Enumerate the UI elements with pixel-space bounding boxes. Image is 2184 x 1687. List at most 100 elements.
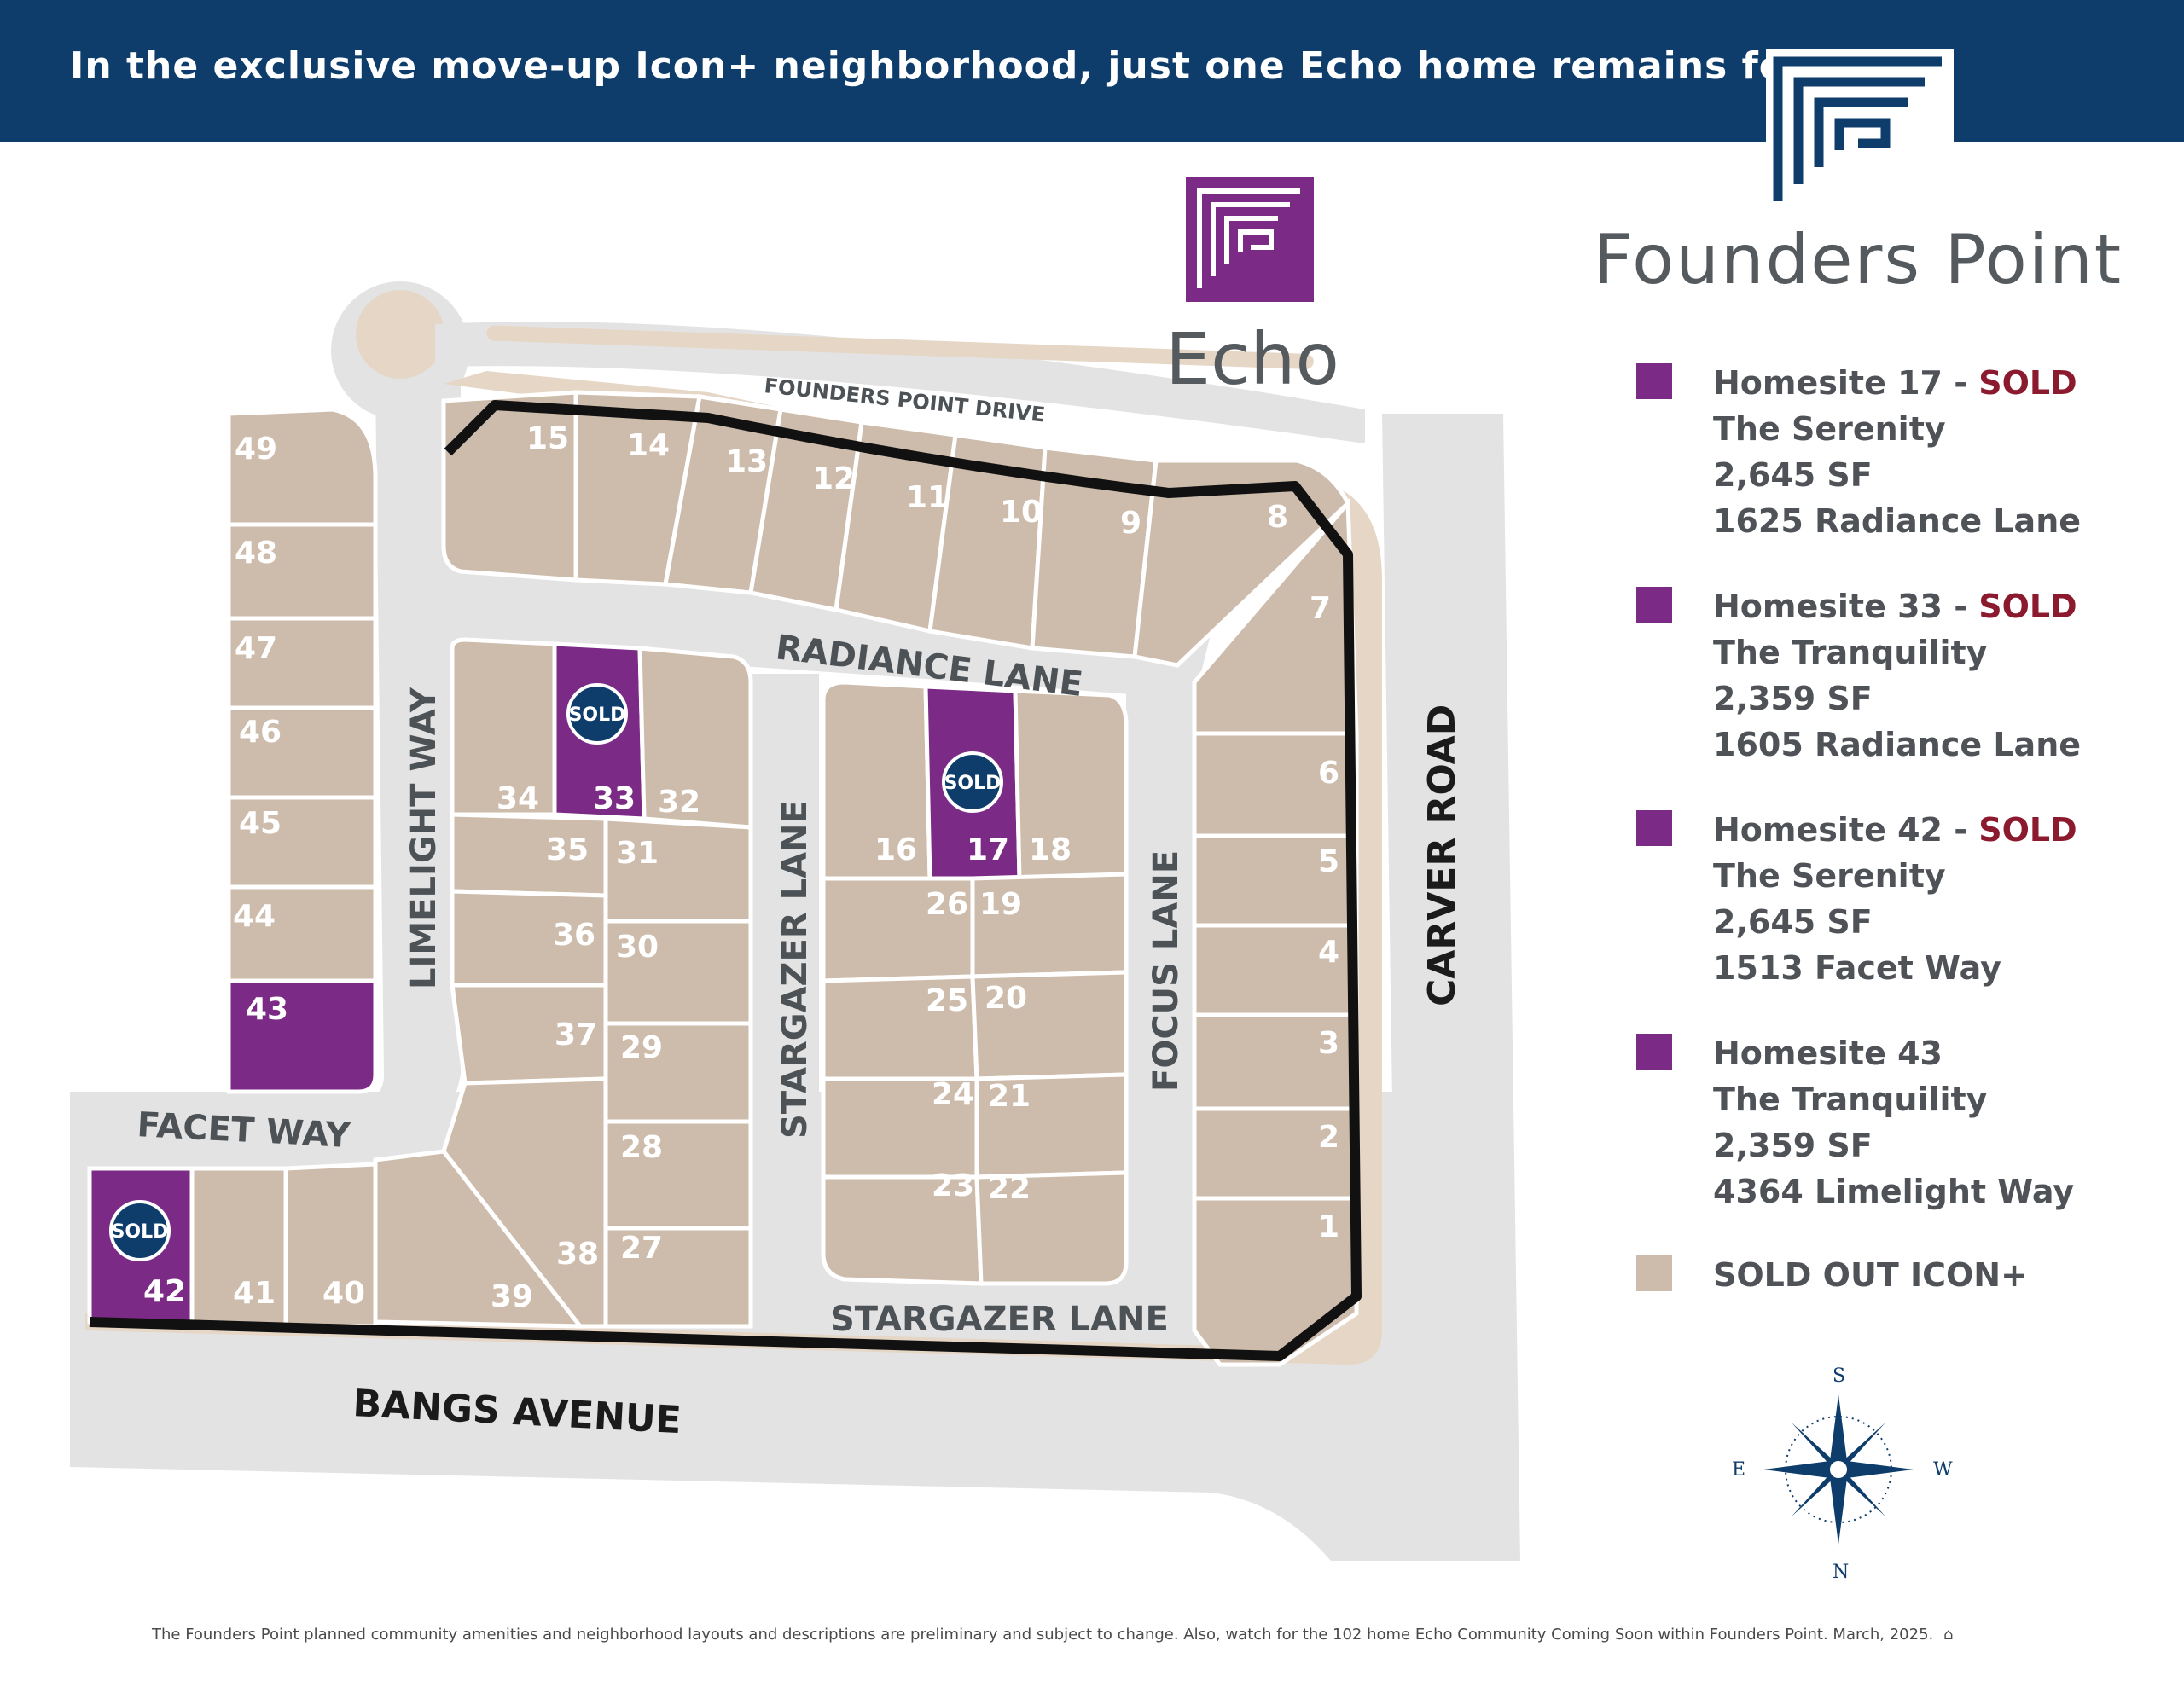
legend-title: SOLD OUT ICON+ [1713,1256,2028,1294]
sold-label: SOLD [1978,364,2077,402]
lot-number: 1 [1318,1209,1339,1244]
lot-number: 4 [1318,935,1339,970]
compass-label-n: N [1833,1562,1849,1583]
legend-plan: The Serenity [1713,410,1946,448]
legend-address: 1605 Radiance Lane [1713,726,2082,763]
street-stargazer-lane-horizontal: STARGAZER LANE [830,1300,1169,1339]
compass-label-w: W [1933,1459,1953,1481]
legend-sf: 2,645 SF [1713,456,1873,494]
lot-23 [821,1174,984,1286]
lot-number: 31 [616,836,659,871]
sold-badge-label: SOLD [112,1221,169,1243]
lot-number: 13 [725,444,768,479]
lot-number: 47 [235,631,277,666]
lot-number: 18 [1029,832,1072,867]
lots-bottom-left [87,1162,378,1329]
community-site-map: 1 2 3 4 5 6 7 8 9 10 11 12 13 14 15 16 1… [70,281,1520,1561]
echo-logo-icon [1186,177,1314,302]
sold-badge-42: SOLD [109,1200,171,1261]
legend-title: Homesite 17 - [1713,364,1979,402]
lots-left-column [226,407,378,1094]
lot-number: 5 [1318,844,1339,879]
equal-housing-icon: ⌂ [1943,1626,1954,1644]
lot-numbers: 1 2 3 4 5 6 7 8 9 10 11 12 13 14 15 16 1… [143,421,1339,1314]
lot-number: 6 [1318,756,1339,791]
lot-number: 48 [235,536,277,571]
compass-label-e: E [1732,1459,1745,1481]
lot-number: 11 [906,480,949,515]
lot-38 [441,1076,608,1329]
lot-number: 14 [627,428,670,463]
lot-number: 17 [967,832,1009,867]
lot-number: 15 [526,421,569,456]
lot-number: 25 [926,983,968,1018]
lot-number: 9 [1120,506,1141,541]
lot-number: 41 [233,1276,276,1311]
lot-number: 16 [874,832,917,867]
street-limelight-way: LIMELIGHT WAY [404,687,444,989]
legend-swatch [1636,1034,1672,1070]
legend-sf: 2,359 SF [1713,1127,1873,1164]
street-focus-lane: FOCUS LANE [1147,850,1186,1092]
lots-center-west-block [373,637,753,1329]
lot-number: 39 [491,1279,533,1314]
legend-address: 4364 Limelight Way [1713,1173,2075,1210]
lot-number: 36 [553,918,595,953]
lot-number: 37 [555,1017,597,1052]
lot-number: 44 [233,899,276,934]
stargazer-lane-road [751,674,819,1296]
legend-plan: The Tranquility [1713,1081,1988,1118]
lot-number: 3 [1318,1026,1339,1061]
lot-number: 26 [926,887,968,922]
compass-star-icon [1763,1394,1914,1545]
lot-number: 30 [616,930,659,965]
lot-number: 34 [497,781,539,816]
lot-number: 12 [812,461,855,496]
lot-number: 27 [620,1231,663,1266]
legend-address: 1513 Facet Way [1713,949,2001,987]
lot-number: 23 [932,1168,974,1203]
legend-address: 1625 Radiance Lane [1713,502,2082,540]
street-stargazer-lane-vertical: STARGAZER LANE [775,800,815,1139]
community-boundary [89,400,1362,1361]
focus-lane-road [1126,682,1203,1296]
sold-badge-label: SOLD [944,773,1002,794]
lot-number: 19 [979,887,1022,922]
sold-badge-17: SOLD [942,751,1003,813]
founders-point-logo-icon [1773,56,1942,201]
lot-number: 7 [1310,591,1331,626]
founders-point-logo [1766,49,1954,217]
lot-number: 8 [1267,500,1288,535]
sold-label: SOLD [1978,811,2077,849]
lot-number: 46 [239,715,282,750]
sold-badge-33: SOLD [566,683,628,745]
lot-number: 42 [143,1274,186,1309]
carver-road-road [1382,414,1520,1561]
limelight-way-road [70,384,461,1160]
lot-18 [1013,688,1129,881]
lots-top-row [441,390,1359,736]
compass-label-s: S [1833,1365,1845,1387]
lot-number: 43 [246,992,288,1027]
lot-22 [974,1170,1129,1286]
lot-number: 45 [239,806,282,841]
compass-rose: S N E W [1732,1365,1953,1583]
legend-sf: 2,359 SF [1713,680,1873,717]
legend-swatch [1636,587,1672,623]
lot-number: 32 [658,785,700,820]
legend-plan: The Tranquility [1713,634,1988,671]
roundabout-center [356,290,444,379]
lot-number: 35 [546,832,589,867]
brand-title: Founders Point [1594,220,2123,299]
legend-title: Homesite 42 - [1713,811,1979,849]
lot-number: 10 [1000,495,1043,530]
lot-number: 40 [322,1276,365,1311]
lot-number: 33 [593,781,636,816]
lot-number: 38 [556,1237,599,1272]
disclaimer: The Founders Point planned community ame… [152,1626,1953,1644]
legend-swatch [1636,363,1672,399]
lot-number: 22 [988,1171,1031,1206]
street-carver-road: CARVER ROAD [1420,704,1464,1006]
legend-swatch [1636,810,1672,846]
lot-15 [441,390,578,583]
